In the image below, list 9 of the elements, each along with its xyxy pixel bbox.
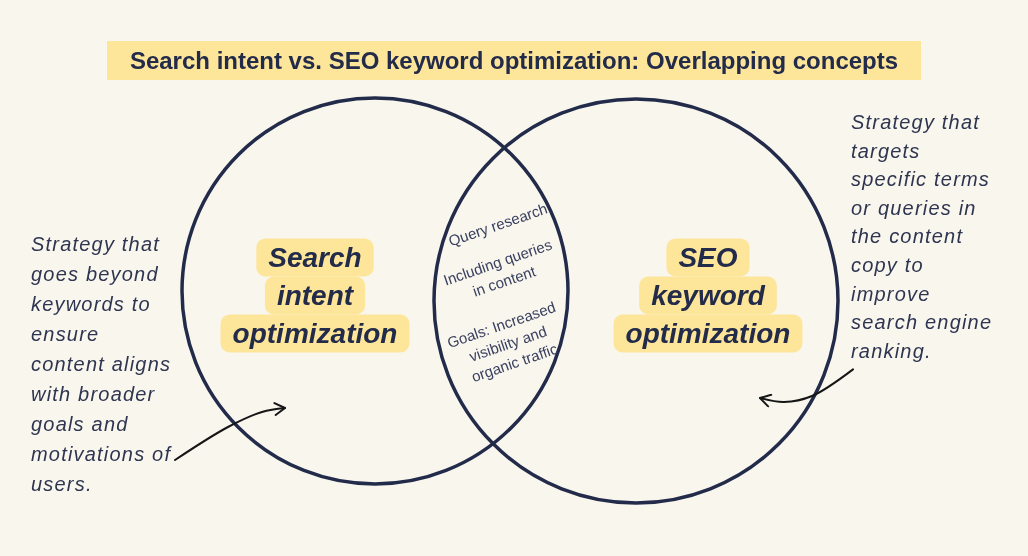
set-label: Search intent optimization [220,239,410,353]
description-text: Strategy that goes beyond keywords to ensure content aligns with broader goals and motivations of users. [31,229,175,499]
venn-circle [432,97,840,505]
arrow [759,368,854,408]
set-label: SEO keyword optimization [613,239,803,353]
description-text: Strategy that targets specific terms or queries in the content copy to improve search engine ranking. [851,108,997,366]
arrow [174,402,286,461]
venn-circle [180,96,570,486]
title: Search intent vs. SEO keyword optimization: Overlapping concepts [107,41,921,80]
